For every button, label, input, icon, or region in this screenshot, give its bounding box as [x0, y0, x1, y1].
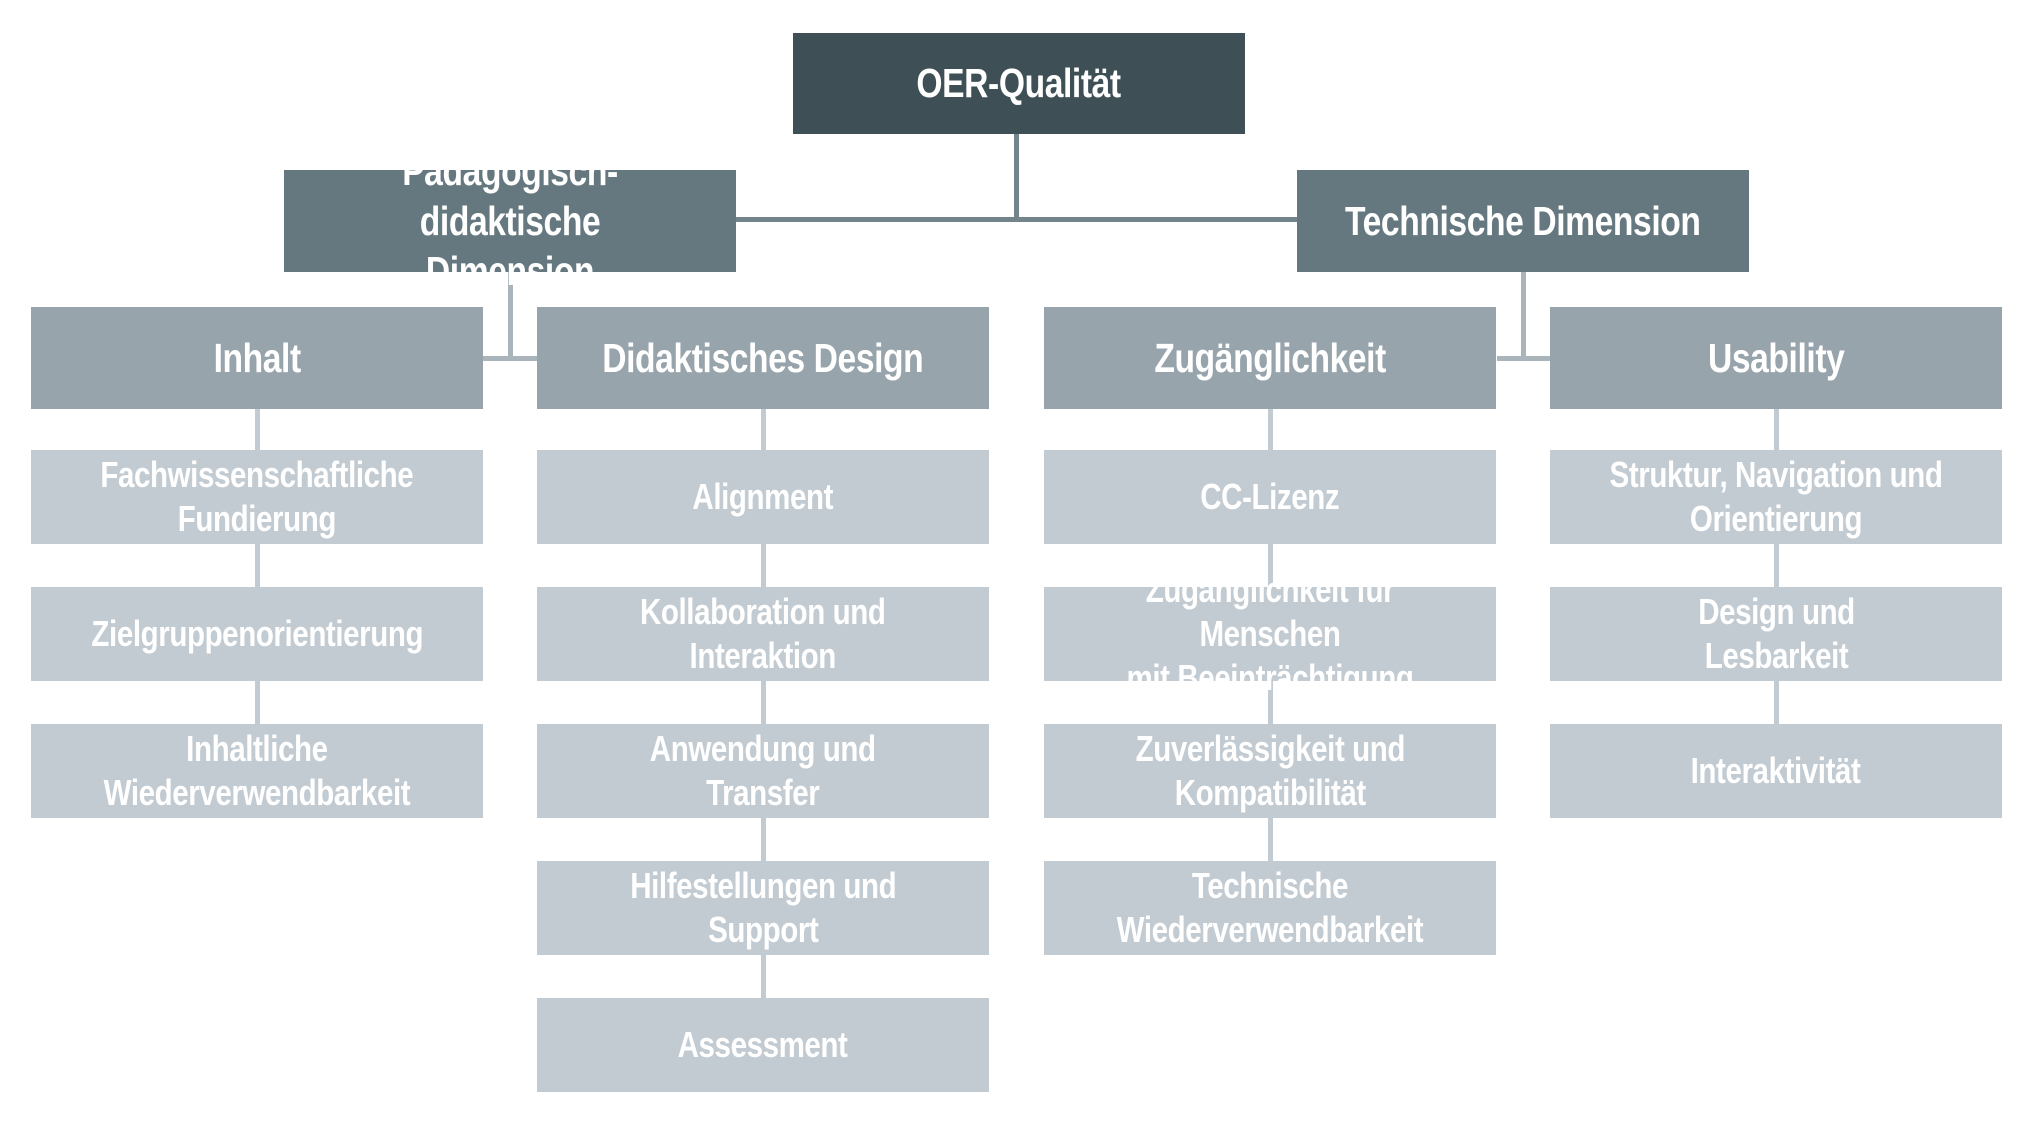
node-zielgruppenorientierung: Zielgruppenorientierung [31, 587, 483, 681]
node-oer-qualitaet-label: OER-Qualität [916, 60, 1122, 107]
node-category-didaktisches-design: Didaktisches Design [537, 307, 989, 409]
connector-dimensions-horizontal [736, 217, 1297, 222]
connector-technisch-stem [1521, 272, 1526, 361]
node-cc-lizenz-label: CC-Lizenz [1200, 476, 1340, 518]
node-zugaenglichkeit-fuer-menschen: Zugänglichkeit für Menschen mit Beeinträ… [1044, 569, 1496, 698]
node-zugaenglichkeit-fuer-menschen-label: Zugänglichkeit für Menschen mit Beeinträ… [1126, 569, 1414, 698]
connector-didaktisch-child2 [761, 544, 766, 587]
connector-usability-child1 [1774, 409, 1779, 450]
node-dimension-technisch-label: Technische Dimension [1345, 197, 1701, 244]
connector-zugaenglichkeit-child3 [1268, 681, 1273, 724]
node-hilfestellungen-und-support-label: Hilfestellungen und Support [629, 865, 897, 950]
node-category-usability: Usability [1550, 307, 2002, 409]
node-category-zugaenglichkeit: Zugänglichkeit [1044, 307, 1496, 409]
node-category-usability-label: Usability [1707, 334, 1845, 381]
connector-didaktisch-child5 [761, 955, 766, 998]
node-zuverlaessigkeit-und-kompatibilitaet: Zuverlässigkeit und Kompatibilität [1044, 724, 1496, 818]
node-kollaboration-und-interaktion: Kollaboration und Interaktion [537, 587, 989, 681]
node-technische-wiederverwendbarkeit: Technische Wiederverwendbarkeit [1044, 861, 1496, 955]
node-kollaboration-und-interaktion-label: Kollaboration und Interaktion [640, 591, 886, 676]
node-category-didaktisches-design-label: Didaktisches Design [602, 334, 924, 381]
connector-didaktisch-child1 [761, 409, 766, 450]
connector-didaktisch-child3 [761, 681, 766, 724]
node-hilfestellungen-und-support: Hilfestellungen und Support [537, 861, 989, 955]
node-interaktivitaet-label: Interaktivität [1691, 750, 1861, 792]
node-fachwissenschaftliche-fundierung-label: Fachwissenschaftliche Fundierung [100, 454, 414, 539]
node-oer-qualitaet: OER-Qualität [793, 33, 1245, 134]
node-design-und-lesbarkeit: Design und Lesbarkeit [1550, 587, 2002, 681]
node-anwendung-und-transfer-label: Anwendung und Transfer [650, 728, 876, 813]
node-anwendung-und-transfer: Anwendung und Transfer [537, 724, 989, 818]
connector-inhalt-didaktisch-horizontal [483, 356, 537, 361]
connector-inhalt-child3 [255, 681, 260, 724]
node-assessment-label: Assessment [678, 1024, 848, 1066]
node-category-zugaenglichkeit-label: Zugänglichkeit [1154, 334, 1386, 381]
node-design-und-lesbarkeit-label: Design und Lesbarkeit [1697, 591, 1855, 676]
connector-zugaenglichkeit-child1 [1268, 409, 1273, 450]
node-inhaltliche-wiederverwendbarkeit: Inhaltliche Wiederverwendbarkeit [31, 724, 483, 818]
connector-inhalt-child2 [255, 544, 260, 587]
node-interaktivitaet: Interaktivität [1550, 724, 2002, 818]
node-alignment: Alignment [537, 450, 989, 544]
node-category-inhalt-label: Inhalt [213, 334, 301, 381]
node-fachwissenschaftliche-fundierung: Fachwissenschaftliche Fundierung [31, 450, 483, 544]
node-dimension-paedagogisch-didaktisch: Pädagogisch-didaktische Dimension [284, 148, 736, 294]
connector-root-stem [1014, 134, 1019, 222]
node-struktur-navigation-orientierung: Struktur, Navigation und Orientierung [1550, 450, 2002, 544]
node-technische-wiederverwendbarkeit-label: Technische Wiederverwendbarkeit [1116, 865, 1424, 950]
node-struktur-navigation-orientierung-label: Struktur, Navigation und Orientierung [1609, 454, 1943, 539]
node-assessment: Assessment [537, 998, 989, 1092]
node-dimension-paedagogisch-didaktisch-label: Pädagogisch-didaktische Dimension [402, 147, 618, 295]
node-zielgruppenorientierung-label: Zielgruppenorientierung [91, 613, 423, 655]
connector-usability-child2 [1774, 544, 1779, 587]
connector-zugaenglichkeit-usability-horizontal [1497, 356, 1550, 361]
connector-usability-child3 [1774, 681, 1779, 724]
node-zuverlaessigkeit-und-kompatibilitaet-label: Zuverlässigkeit und Kompatibilität [1135, 728, 1405, 813]
connector-zugaenglichkeit-child4 [1268, 818, 1273, 861]
node-cc-lizenz: CC-Lizenz [1044, 450, 1496, 544]
connector-didaktisch-child4 [761, 818, 766, 861]
connector-inhalt-child1 [255, 409, 260, 450]
node-alignment-label: Alignment [692, 476, 834, 518]
node-inhaltliche-wiederverwendbarkeit-label: Inhaltliche Wiederverwendbarkeit [103, 728, 411, 813]
node-dimension-technisch: Technische Dimension [1297, 170, 1749, 272]
node-category-inhalt: Inhalt [31, 307, 483, 409]
connector-paedagogisch-stem [508, 272, 513, 361]
connector-zugaenglichkeit-child2 [1268, 544, 1273, 587]
